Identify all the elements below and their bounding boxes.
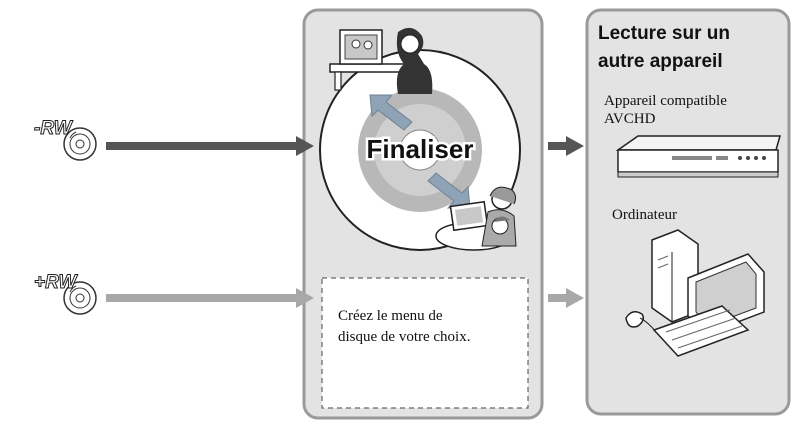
menu-box xyxy=(321,277,529,409)
avchd-label-line1: Appareil compatible xyxy=(604,93,727,109)
avchd-device-label: Appareil compatible AVCHD xyxy=(604,92,794,128)
finalize-label: Finaliser xyxy=(367,134,474,164)
menu-box-text-line1: Créez le menu de xyxy=(338,308,443,324)
laptop-viewer-illustration xyxy=(435,186,517,251)
arrow-menu-to-playback xyxy=(548,288,584,308)
sync-arrow-top xyxy=(369,94,413,131)
menu-box-text-line2: disque de votre choix. xyxy=(338,329,471,345)
tv-viewer-illustration xyxy=(329,27,433,94)
rw-minus-disc-icon xyxy=(63,127,97,161)
avchd-player-icon xyxy=(615,135,781,178)
avchd-label-line2: AVCHD xyxy=(604,111,656,127)
rw-minus-label: -RW xyxy=(34,118,74,139)
computer-label: Ordinateur xyxy=(612,207,677,223)
panel-title-line2: autre appareil xyxy=(598,51,723,72)
rw-plus-disc-icon xyxy=(63,281,97,315)
menu-box-text: Créez le menu de disque de votre choix. xyxy=(338,306,528,348)
rw-plus-label: +RW xyxy=(34,272,78,293)
playback-panel-title: Lecture sur un autre appareil xyxy=(598,20,788,76)
arrow-rw-plus-to-menu xyxy=(106,288,314,308)
panel-title-line1: Lecture sur un xyxy=(598,23,730,44)
sync-arrow-bottom xyxy=(427,172,471,209)
computer-icon xyxy=(625,229,765,357)
arrow-rw-minus-to-finalize xyxy=(106,136,314,156)
arrow-finalize-to-playback xyxy=(548,136,584,156)
